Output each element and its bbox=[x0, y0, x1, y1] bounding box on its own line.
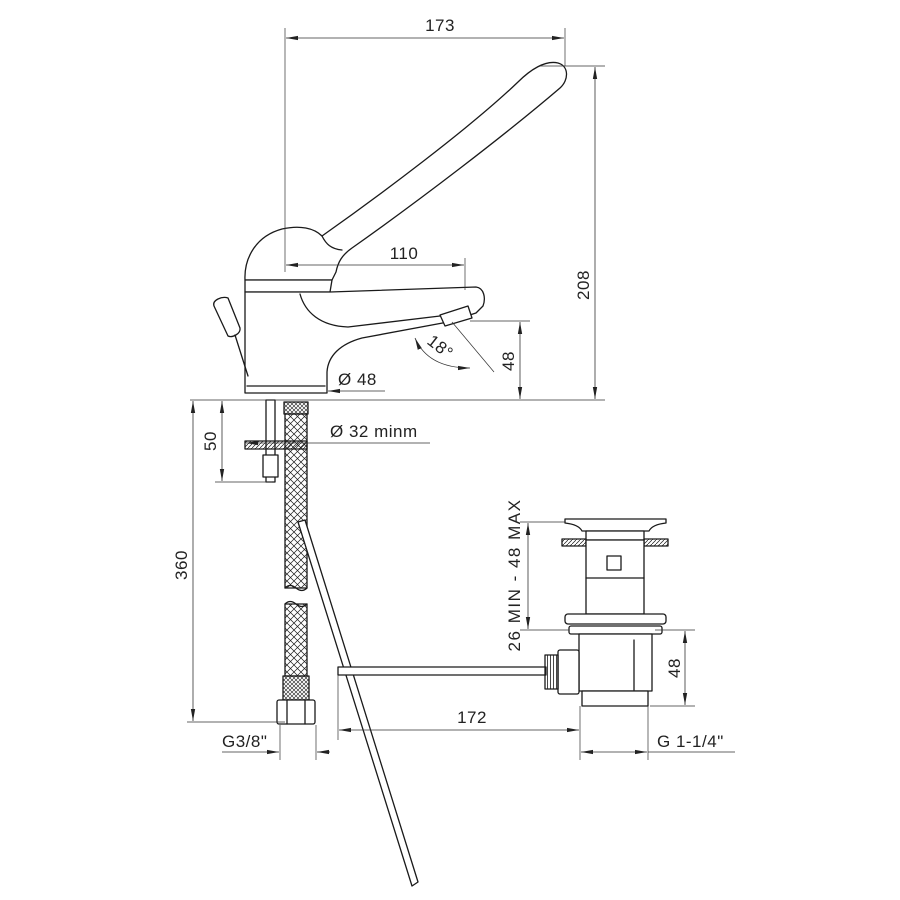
drain-tailpiece bbox=[581, 690, 649, 707]
dim-label-base-diameter: Ø 48 bbox=[338, 370, 377, 389]
basin-section-right bbox=[643, 538, 669, 547]
hose-lower-section bbox=[284, 603, 308, 677]
hose-crimp-ring bbox=[282, 675, 310, 701]
hex-nut-faces bbox=[286, 699, 306, 725]
dim-label-48-spout: 48 bbox=[499, 351, 518, 371]
mounting-kit bbox=[244, 399, 309, 483]
dim-label-basin: 26 MIN - 48 MAX bbox=[505, 499, 524, 652]
dim-label-173: 173 bbox=[425, 16, 455, 35]
lever-junction-line bbox=[321, 235, 343, 251]
hose-upper-section bbox=[284, 413, 308, 589]
basin-section-left bbox=[561, 538, 587, 547]
drain-flange bbox=[564, 613, 667, 625]
popup-pull-rod bbox=[234, 334, 249, 377]
aerator bbox=[439, 305, 473, 327]
lever-lower-flap bbox=[299, 293, 441, 328]
drain-lower-body bbox=[578, 633, 653, 692]
dim-label-172: 172 bbox=[457, 708, 487, 727]
dim-label-50: 50 bbox=[201, 431, 220, 451]
handle-collar bbox=[244, 279, 333, 293]
drain-slot bbox=[606, 555, 622, 571]
drain-plug-cap bbox=[564, 518, 667, 532]
dim-label-110: 110 bbox=[390, 244, 419, 263]
popup-drain bbox=[544, 518, 669, 707]
dim-label-360: 360 bbox=[172, 550, 191, 580]
dimensions: 173 208 110 18° 48 Ø 48 Ø 32 minm 50 360 bbox=[172, 16, 735, 760]
hose-top-fitting bbox=[283, 401, 309, 415]
drain-upper-body bbox=[585, 539, 645, 615]
diagonal-pull-rod bbox=[297, 519, 419, 887]
lever-handle bbox=[244, 61, 568, 281]
hose-hex-nut bbox=[276, 699, 316, 725]
dim-label-hole-diameter: Ø 32 minm bbox=[330, 422, 418, 441]
dim-label-208: 208 bbox=[574, 270, 593, 300]
drain-lock-ring bbox=[568, 625, 663, 635]
pivot-knurl bbox=[544, 654, 559, 690]
angle-ray bbox=[451, 321, 495, 373]
flexible-hose bbox=[276, 413, 316, 725]
dim-label-48-drain: 48 bbox=[665, 658, 684, 678]
popup-pull-knob bbox=[213, 296, 241, 338]
angle-arc bbox=[414, 337, 471, 371]
drain-plug-stem bbox=[585, 530, 645, 541]
faucet bbox=[213, 61, 568, 394]
hose-break-upper bbox=[284, 584, 308, 592]
dim-label-drain-thread: G 1-1/4" bbox=[657, 732, 724, 751]
dim-label-hose-thread: G3/8" bbox=[222, 732, 267, 751]
fixing-nut bbox=[262, 454, 279, 478]
pivot-nut bbox=[557, 649, 580, 695]
horizontal-drain-rod bbox=[337, 666, 547, 676]
dim-label-angle: 18° bbox=[424, 331, 457, 363]
